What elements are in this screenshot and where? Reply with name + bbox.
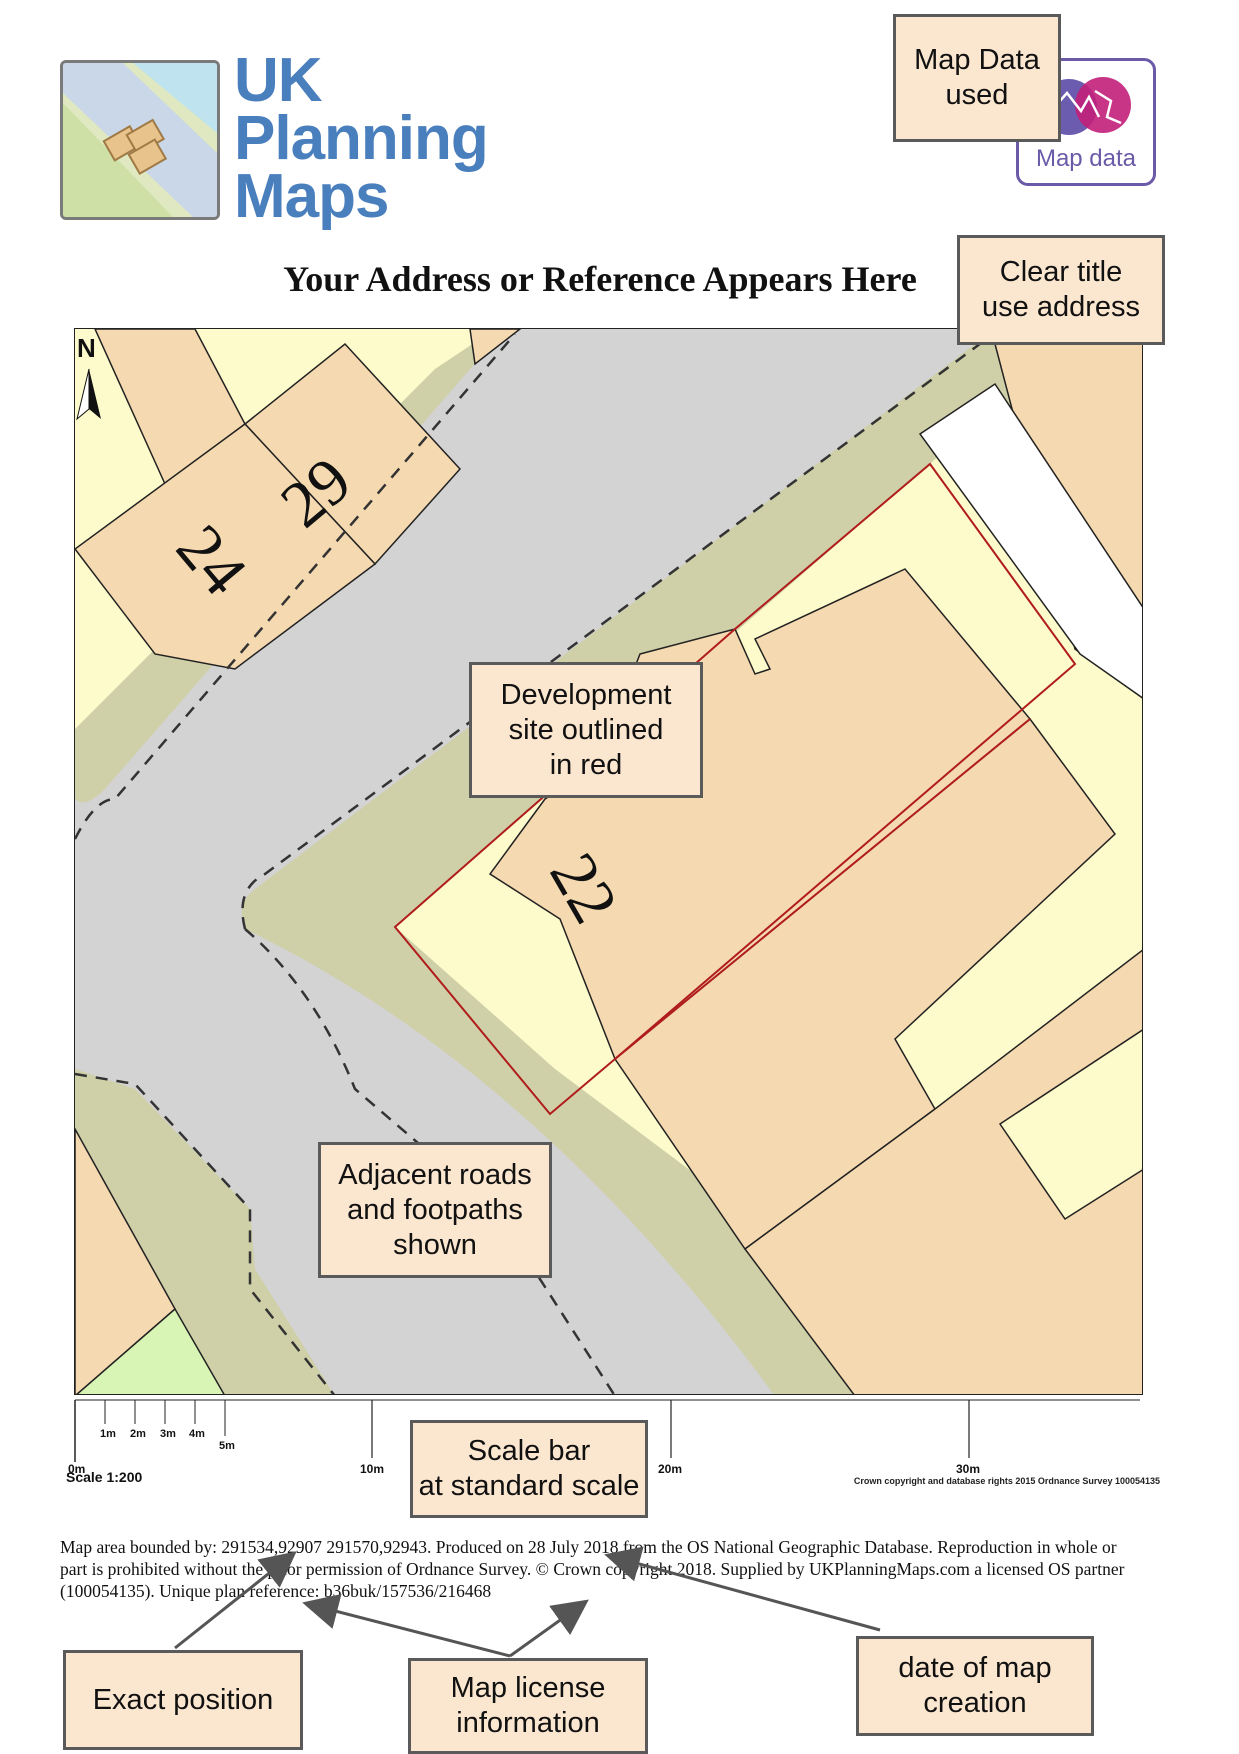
road-edge-top xyxy=(75,333,516,840)
map-canvas[interactable]: N 29 24 22 xyxy=(74,328,1143,1395)
garden-right-small xyxy=(998,1029,1142,1221)
scale-tick-10m: 10m xyxy=(360,1462,385,1476)
callout-date-of-creation: date of map creation xyxy=(856,1636,1094,1736)
road-edge-lower xyxy=(244,928,616,1394)
os-logo-icon xyxy=(1041,77,1131,135)
scale-bar-ticks xyxy=(74,1399,1140,1462)
scale-tick-3m: 3m xyxy=(160,1428,176,1440)
scale-tick-5m: 5m xyxy=(219,1440,235,1452)
road-edge-middle xyxy=(241,329,1001,930)
building-right-bottom xyxy=(743,949,1142,1394)
logo-line-3: Maps xyxy=(234,162,389,231)
callout-adjacent-roads: Adjacent roads and footpaths shown xyxy=(318,1142,552,1278)
logo-line-1: UK xyxy=(234,46,323,115)
arrow-license-right xyxy=(509,1599,589,1658)
development-site-divider xyxy=(614,718,1031,1060)
white-path xyxy=(918,382,1142,699)
scale-tick-4m: 4m xyxy=(189,1428,205,1440)
scale-tick-30m: 30m xyxy=(956,1462,981,1476)
scale-tick-0m: 0m xyxy=(68,1462,86,1476)
callout-scale-bar: Scale bar at standard scale xyxy=(410,1420,648,1518)
logo-wordmark: UK Planning Maps xyxy=(234,46,489,231)
scale-tick-1m: 1m xyxy=(100,1428,116,1440)
scale-ratio: Scale 1:200 xyxy=(66,1469,143,1485)
arrow-license-left xyxy=(302,1594,511,1658)
green-space xyxy=(76,1307,225,1394)
north-label: N xyxy=(77,333,96,363)
page-title: Your Address or Reference Appears Here xyxy=(283,259,917,299)
callout-exact-position: Exact position xyxy=(63,1650,303,1750)
scale-tick-20m: 20m xyxy=(658,1462,683,1476)
os-logo-caption: Map data xyxy=(1035,145,1137,172)
building-plot-24 xyxy=(75,422,377,670)
scale-tick-2m: 2m xyxy=(130,1428,146,1440)
north-arrow-icon xyxy=(76,368,101,421)
scale-bar: 1m 2m 3m 4m 5m 0m 10m 20m 30m Scale 1:20… xyxy=(60,1392,1160,1492)
map-licence-footer: Map area bounded by: 291534,92907 291570… xyxy=(60,1537,1125,1601)
building-top-left-b xyxy=(469,329,522,366)
uk-planning-maps-logo-icon xyxy=(60,60,220,220)
callout-map-license: Map license information xyxy=(408,1658,648,1754)
crown-copyright: Crown copyright and database rights 2015… xyxy=(853,1476,1160,1486)
callout-development-site: Development site outlined in red xyxy=(469,662,703,798)
development-site-outline xyxy=(393,462,1077,1116)
logo-line-2: Planning xyxy=(234,104,489,173)
callout-map-data: Map Data used xyxy=(893,14,1061,142)
callout-clear-title: Clear title use address xyxy=(957,235,1165,345)
